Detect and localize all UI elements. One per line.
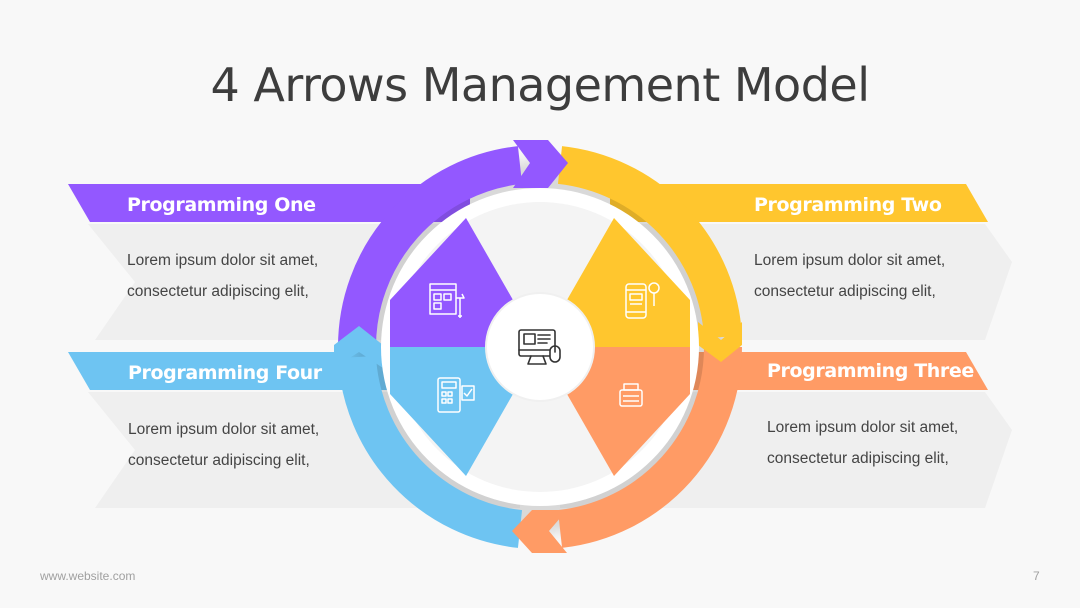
- calculator-check-icon: [437, 377, 475, 413]
- arrowhead-purple: [513, 140, 568, 188]
- arc-orange: [557, 346, 742, 548]
- footer-url: www.website.com: [40, 569, 136, 583]
- section-title-three: Programming Three: [767, 360, 974, 382]
- web-tools-icon: [429, 283, 465, 318]
- arrowhead-yellow: [698, 322, 742, 362]
- section-desc-one: Lorem ipsum dolor sit amet, consectetur …: [127, 245, 318, 307]
- ribbon-one: [68, 184, 470, 222]
- section-title-one: Programming One: [127, 194, 316, 216]
- keyboard-icon: [619, 383, 643, 407]
- section-title-four: Programming Four: [128, 362, 322, 384]
- section-desc-four: Lorem ipsum dolor sit amet, consectetur …: [128, 414, 319, 476]
- desc-line: Lorem ipsum dolor sit amet,: [767, 419, 959, 436]
- arc-purple: [338, 146, 523, 348]
- desc-line: consectetur adipiscing elit,: [754, 283, 936, 300]
- desc-line: consectetur adipiscing elit,: [767, 450, 949, 467]
- arc-yellow: [557, 146, 742, 339]
- slide-title: 4 Arrows Management Model: [210, 58, 870, 112]
- desc-line: Lorem ipsum dolor sit amet,: [754, 252, 946, 269]
- desc-line: Lorem ipsum dolor sit amet,: [127, 252, 319, 269]
- arrowhead-orange: [512, 510, 567, 553]
- page-number: 7: [1033, 569, 1040, 583]
- mobile-settings-icon: [625, 282, 660, 319]
- desc-line: consectetur adipiscing elit,: [127, 283, 309, 300]
- arrowhead-blue: [334, 326, 383, 368]
- ribbon-two: [610, 184, 988, 222]
- section-desc-two: Lorem ipsum dolor sit amet, consectetur …: [754, 245, 945, 307]
- section-title-two: Programming Two: [754, 194, 942, 216]
- computer-mouse-icon: [518, 329, 561, 365]
- section-desc-three: Lorem ipsum dolor sit amet, consectetur …: [767, 412, 958, 474]
- arc-blue: [338, 355, 523, 548]
- desc-line: Lorem ipsum dolor sit amet,: [128, 421, 320, 438]
- desc-line: consectetur adipiscing elit,: [128, 452, 310, 469]
